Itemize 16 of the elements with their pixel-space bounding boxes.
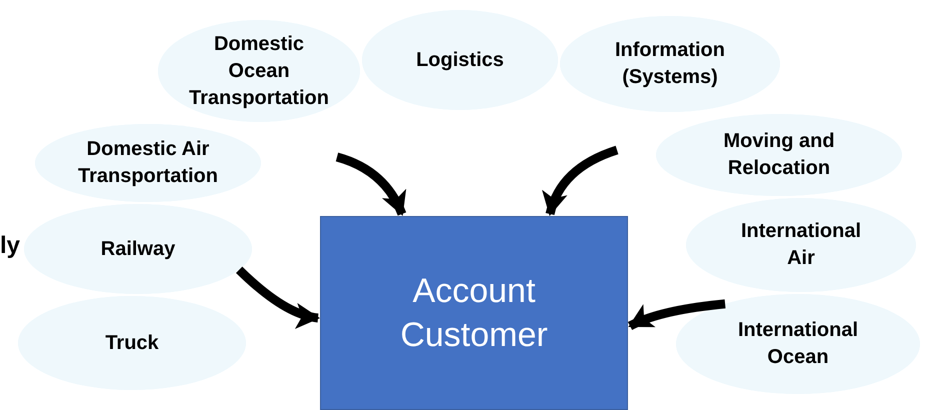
box-title: Account Customer xyxy=(399,271,549,356)
cloud-label: International Ocean xyxy=(736,318,859,370)
curved-arrow xyxy=(628,299,726,330)
curved-arrow xyxy=(236,266,320,328)
cloud-label: Truck xyxy=(105,330,159,356)
cloud-label: Information (Systems) xyxy=(614,38,726,90)
cloud-label: Domestic Ocean Transportation xyxy=(188,32,330,110)
customer-box xyxy=(320,216,628,410)
cloud-label: Domestic Air Transportation xyxy=(76,137,219,189)
cloud-label: International Air xyxy=(740,219,862,271)
cloud-label: Logistics xyxy=(416,48,504,72)
cloud-label: Moving and Relocation xyxy=(722,129,836,181)
curved-arrow xyxy=(336,152,406,216)
curved-arrow xyxy=(543,146,618,216)
cut-off-text: ly xyxy=(0,231,20,261)
cloud-label: Railway xyxy=(100,236,176,262)
